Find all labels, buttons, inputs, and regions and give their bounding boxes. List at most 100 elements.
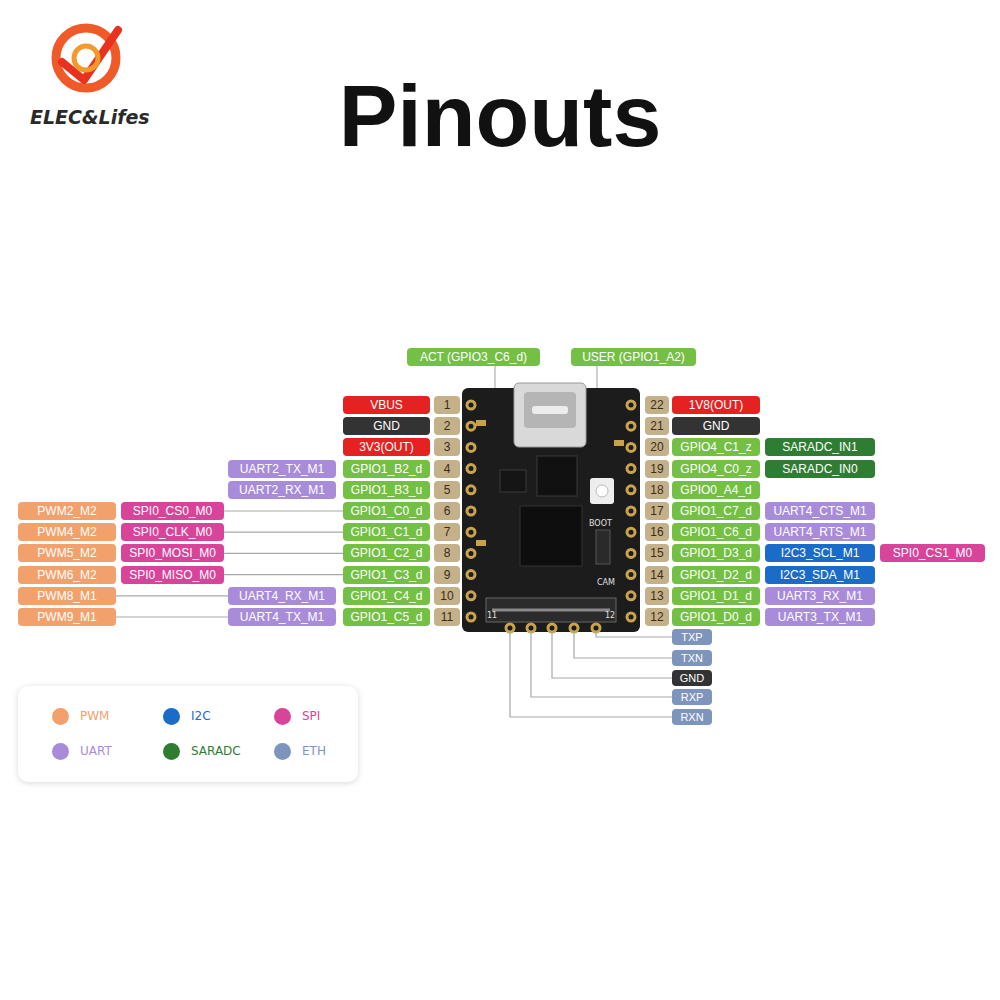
pin-label: GPIO1_C7_d xyxy=(672,502,760,520)
usb-c-port xyxy=(532,406,568,414)
pin-text: ACT (GPIO3_C6_d) xyxy=(420,350,527,364)
component xyxy=(614,440,624,446)
pin-label: UART4_TX_M1 xyxy=(228,608,336,626)
board-marking: BOOT xyxy=(589,519,612,528)
pin-number: 15 xyxy=(645,544,669,562)
legend-box xyxy=(18,686,358,782)
usb-c-port xyxy=(514,383,586,447)
legend-text: I2C xyxy=(191,709,211,723)
pin-text: TXN xyxy=(681,652,703,664)
pin-text: GPIO1_C1_d xyxy=(350,525,422,539)
pin-label: SARADC_IN1 xyxy=(765,438,875,456)
pin-text: UART3_TX_M1 xyxy=(778,610,862,624)
legend-swatch xyxy=(163,708,180,725)
pin-text: 1 xyxy=(444,398,451,412)
pin-text: RXN xyxy=(680,711,703,723)
usb-c-port xyxy=(524,392,576,428)
pin-label: GPIO1_B2_d xyxy=(343,460,430,478)
pin-text: GPIO1_B2_d xyxy=(351,462,422,476)
pin-text: SARADC_IN0 xyxy=(782,462,857,476)
pin-text: GPIO1_B3_u xyxy=(351,483,422,497)
pin-label: SARADC_IN0 xyxy=(765,460,875,478)
chip xyxy=(500,470,526,492)
pin-text: UART2_RX_M1 xyxy=(239,483,325,497)
pin-text: GND xyxy=(680,672,704,684)
pin-number: 17 xyxy=(645,502,669,520)
pin-text: PWM9_M1 xyxy=(37,610,96,624)
pin-label: GPIO4_C0_z xyxy=(672,460,760,478)
pin-number: 4 xyxy=(434,460,460,478)
pin-text: 6 xyxy=(444,504,451,518)
pin-number: 22 xyxy=(645,396,669,414)
connector-line xyxy=(224,511,343,512)
legend-swatch xyxy=(274,743,291,760)
pin-label: GND xyxy=(672,417,760,435)
pin-holes xyxy=(467,401,635,632)
pin-text: I2C3_SDA_M1 xyxy=(780,568,860,582)
legend-text: PWM xyxy=(80,709,109,723)
pin-text: UART4_TX_M1 xyxy=(240,610,324,624)
pin-label: GND xyxy=(672,670,712,686)
legend-swatch xyxy=(163,743,180,760)
pin-text: UART3_RX_M1 xyxy=(777,589,863,603)
pin-text: 7 xyxy=(444,525,451,539)
pin-text: UART2_TX_M1 xyxy=(240,462,324,476)
pin-text: GPIO1_D1_d xyxy=(680,589,752,603)
pin-text: UART4_CTS_M1 xyxy=(773,504,866,518)
leader-line xyxy=(510,632,672,717)
pin-label: PWM9_M1 xyxy=(18,608,116,626)
pin-text: SARADC_IN1 xyxy=(782,440,857,454)
pin-text: GPIO4_C1_z xyxy=(680,440,751,454)
pin-label: 1V8(OUT) xyxy=(672,396,760,414)
board-marking: 11 xyxy=(487,611,497,620)
pin-number: 16 xyxy=(645,523,669,541)
pin-text: PWM6_M2 xyxy=(37,568,96,582)
pin-text: 8 xyxy=(444,546,451,560)
pin-text: PWM5_M2 xyxy=(37,546,96,560)
pin-number: 1 xyxy=(434,396,460,414)
connector-line xyxy=(116,595,228,596)
pin-text: SPI0_MISO_M0 xyxy=(129,568,216,582)
board-marking: CAM xyxy=(597,578,615,587)
pin-label: VBUS xyxy=(343,396,430,414)
pin-label: GPIO4_C1_z xyxy=(672,438,760,456)
pin-text: GPIO1_C3_d xyxy=(350,568,422,582)
pin-label: UART4_RTS_M1 xyxy=(765,523,875,541)
legend-text: SPI xyxy=(302,709,320,723)
pin-label: UART4_CTS_M1 xyxy=(765,502,875,520)
pin-label: SPI0_CS0_M0 xyxy=(121,502,224,520)
pin-text: GPIO1_C6_d xyxy=(680,525,752,539)
pin-label: GPIO1_D2_d xyxy=(672,566,760,584)
pin-text: GPIO0_A4_d xyxy=(680,483,751,497)
pin-label: GPIO1_C5_d xyxy=(343,608,430,626)
pin-label: I2C3_SDA_M1 xyxy=(765,566,875,584)
pin-number: 10 xyxy=(434,587,460,605)
pin-text: UART4_RTS_M1 xyxy=(774,525,867,539)
pin-label: GPIO1_B3_u xyxy=(343,481,430,499)
pin-text: 22 xyxy=(650,398,663,412)
pin-text: SPI0_MOSI_M0 xyxy=(129,546,216,560)
pin-text: 20 xyxy=(650,440,663,454)
pin-label: RXP xyxy=(672,689,712,705)
pin-text: SPI0_CS0_M0 xyxy=(133,504,212,518)
pin-text: PWM2_M2 xyxy=(37,504,96,518)
pin-text: 12 xyxy=(650,610,663,624)
pin-number: 6 xyxy=(434,502,460,520)
pin-label: GPIO1_C6_d xyxy=(672,523,760,541)
pin-number: 12 xyxy=(645,608,669,626)
pin-text: GPIO1_C2_d xyxy=(350,546,422,560)
pin-label: PWM6_M2 xyxy=(18,566,116,584)
pin-text: GPIO1_D0_d xyxy=(680,610,752,624)
pin-text: GND xyxy=(373,419,400,433)
pin-label: SPI0_MISO_M0 xyxy=(121,566,224,584)
pin-text: 17 xyxy=(650,504,663,518)
pin-text: 3V3(OUT) xyxy=(359,440,414,454)
pin-label: TXP xyxy=(672,629,712,645)
pin-text: I2C3_SCL_M1 xyxy=(781,546,860,560)
pin-label: UART4_RX_M1 xyxy=(228,587,336,605)
pin-label: GPIO1_D1_d xyxy=(672,587,760,605)
pin-text: 18 xyxy=(650,483,663,497)
chip xyxy=(537,456,577,496)
pin-label: TXN xyxy=(672,650,712,666)
